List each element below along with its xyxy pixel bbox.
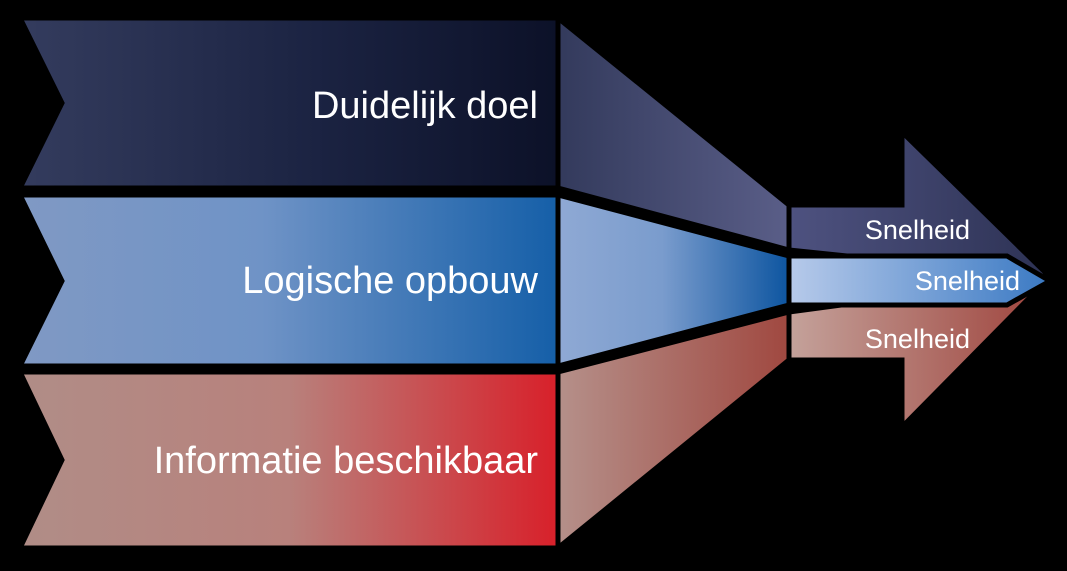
band-top-chevron bbox=[15, 15, 561, 191]
arrow-middle[interactable]: Snelheid bbox=[786, 253, 1056, 308]
band-bottom-chevron bbox=[16, 369, 561, 551]
arrow-top-shape bbox=[786, 126, 1057, 281]
band-bottom[interactable]: Informatie beschikbaar bbox=[16, 308, 792, 554]
arrow-middle-shape bbox=[786, 253, 1056, 308]
arrow-bottom-label: Snelheid bbox=[865, 324, 970, 354]
arrow-middle-label: Snelheid bbox=[915, 266, 1020, 296]
arrow-top-label: Snelheid bbox=[865, 215, 970, 245]
band-bottom-label: Informatie beschikbaar bbox=[154, 440, 539, 482]
band-middle-label: Logische opbouw bbox=[242, 260, 538, 302]
arrow-top[interactable]: Snelheid bbox=[786, 126, 1057, 281]
band-middle-chevron bbox=[15, 192, 561, 369]
band-top-label: Duidelijk doel bbox=[312, 85, 538, 127]
band-top[interactable]: Duidelijk doel bbox=[15, 12, 792, 254]
